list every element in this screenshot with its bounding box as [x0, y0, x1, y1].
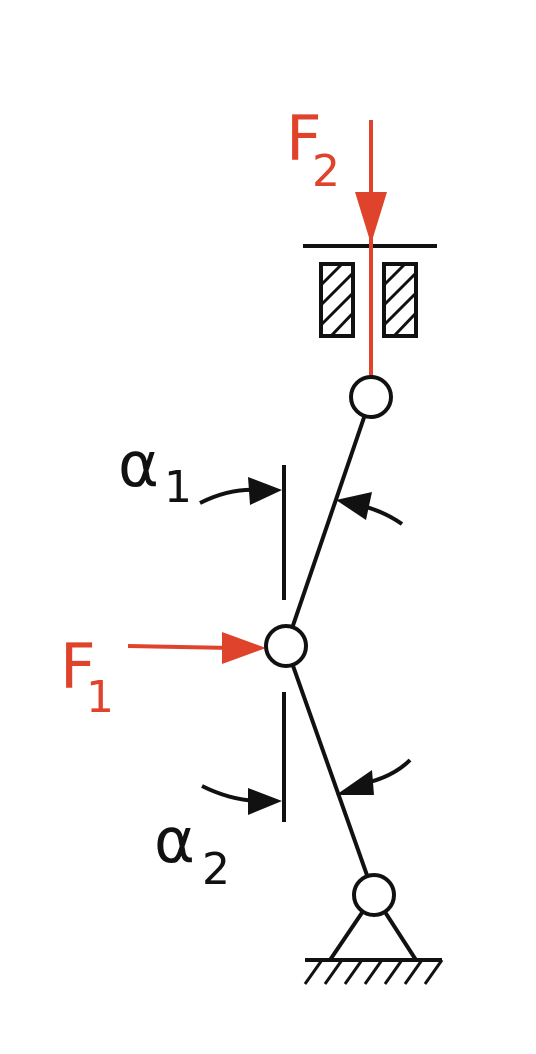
f1-arrowhead: [222, 632, 266, 664]
alpha2-arrowhead: [248, 788, 282, 815]
f1-label: F: [60, 630, 96, 703]
f1-letter: F: [60, 630, 96, 703]
lower-link: [284, 645, 376, 896]
upper-link: [284, 396, 373, 647]
f2-letter: F: [286, 102, 322, 175]
f2-label: F: [286, 102, 322, 175]
f1-force-line: [127, 644, 233, 650]
alpha2-label: α: [154, 804, 195, 877]
alpha2-subscript: 2: [202, 844, 230, 895]
middle-joint: [264, 624, 308, 668]
f2-subscript: 2: [312, 146, 340, 197]
top-joint: [349, 375, 393, 419]
fixed-pivot-support: [303, 873, 444, 985]
alpha1-subscript: 1: [164, 462, 192, 513]
alpha2-link-arrowhead: [336, 770, 374, 795]
alpha1-link-arrowhead: [336, 492, 372, 520]
alpha1-link-arc: [362, 504, 404, 526]
f2-arrowhead: [355, 192, 387, 244]
alpha2-link-arc: [369, 758, 412, 784]
right-guide-block: [382, 262, 418, 338]
alpha1-arrowhead: [248, 477, 282, 505]
f1-subscript: 1: [86, 672, 114, 723]
left-guide-block: [319, 262, 355, 338]
alpha1-label: α: [118, 428, 159, 501]
